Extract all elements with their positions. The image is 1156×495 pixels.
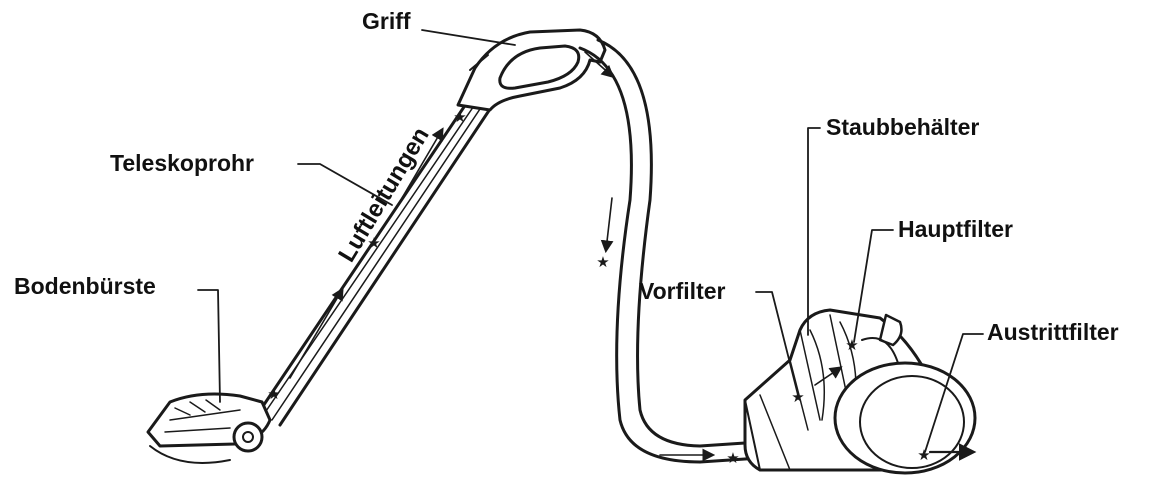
star-markers: ★ ★ ★ ★ ★ ★ ★ ★ <box>267 108 930 467</box>
label-bodenbuerste: Bodenbürste <box>14 273 156 299</box>
star-marker-icon: ★ <box>791 388 804 406</box>
floor-brush <box>146 392 272 464</box>
star-marker-icon: ★ <box>917 446 930 464</box>
star-marker-icon: ★ <box>726 449 739 467</box>
label-hauptfilter: Hauptfilter <box>898 216 1013 242</box>
hose <box>578 38 762 464</box>
canister-body <box>743 308 977 475</box>
label-teleskoprohr: Teleskoprohr <box>110 150 254 176</box>
label-griff: Griff <box>362 8 411 34</box>
leader-lines <box>197 29 984 453</box>
airflow-arrows <box>289 51 977 462</box>
label-staubbehaelter: Staubbehälter <box>826 114 980 140</box>
label-austrittfilter: Austrittfilter <box>987 319 1119 345</box>
handle <box>456 28 607 112</box>
star-marker-icon: ★ <box>367 234 380 252</box>
label-vorfilter: Vorfilter <box>639 278 726 304</box>
star-marker-icon: ★ <box>845 336 858 354</box>
star-marker-icon: ★ <box>596 253 609 271</box>
star-marker-icon: ★ <box>267 385 280 403</box>
star-marker-icon: ★ <box>453 108 466 126</box>
